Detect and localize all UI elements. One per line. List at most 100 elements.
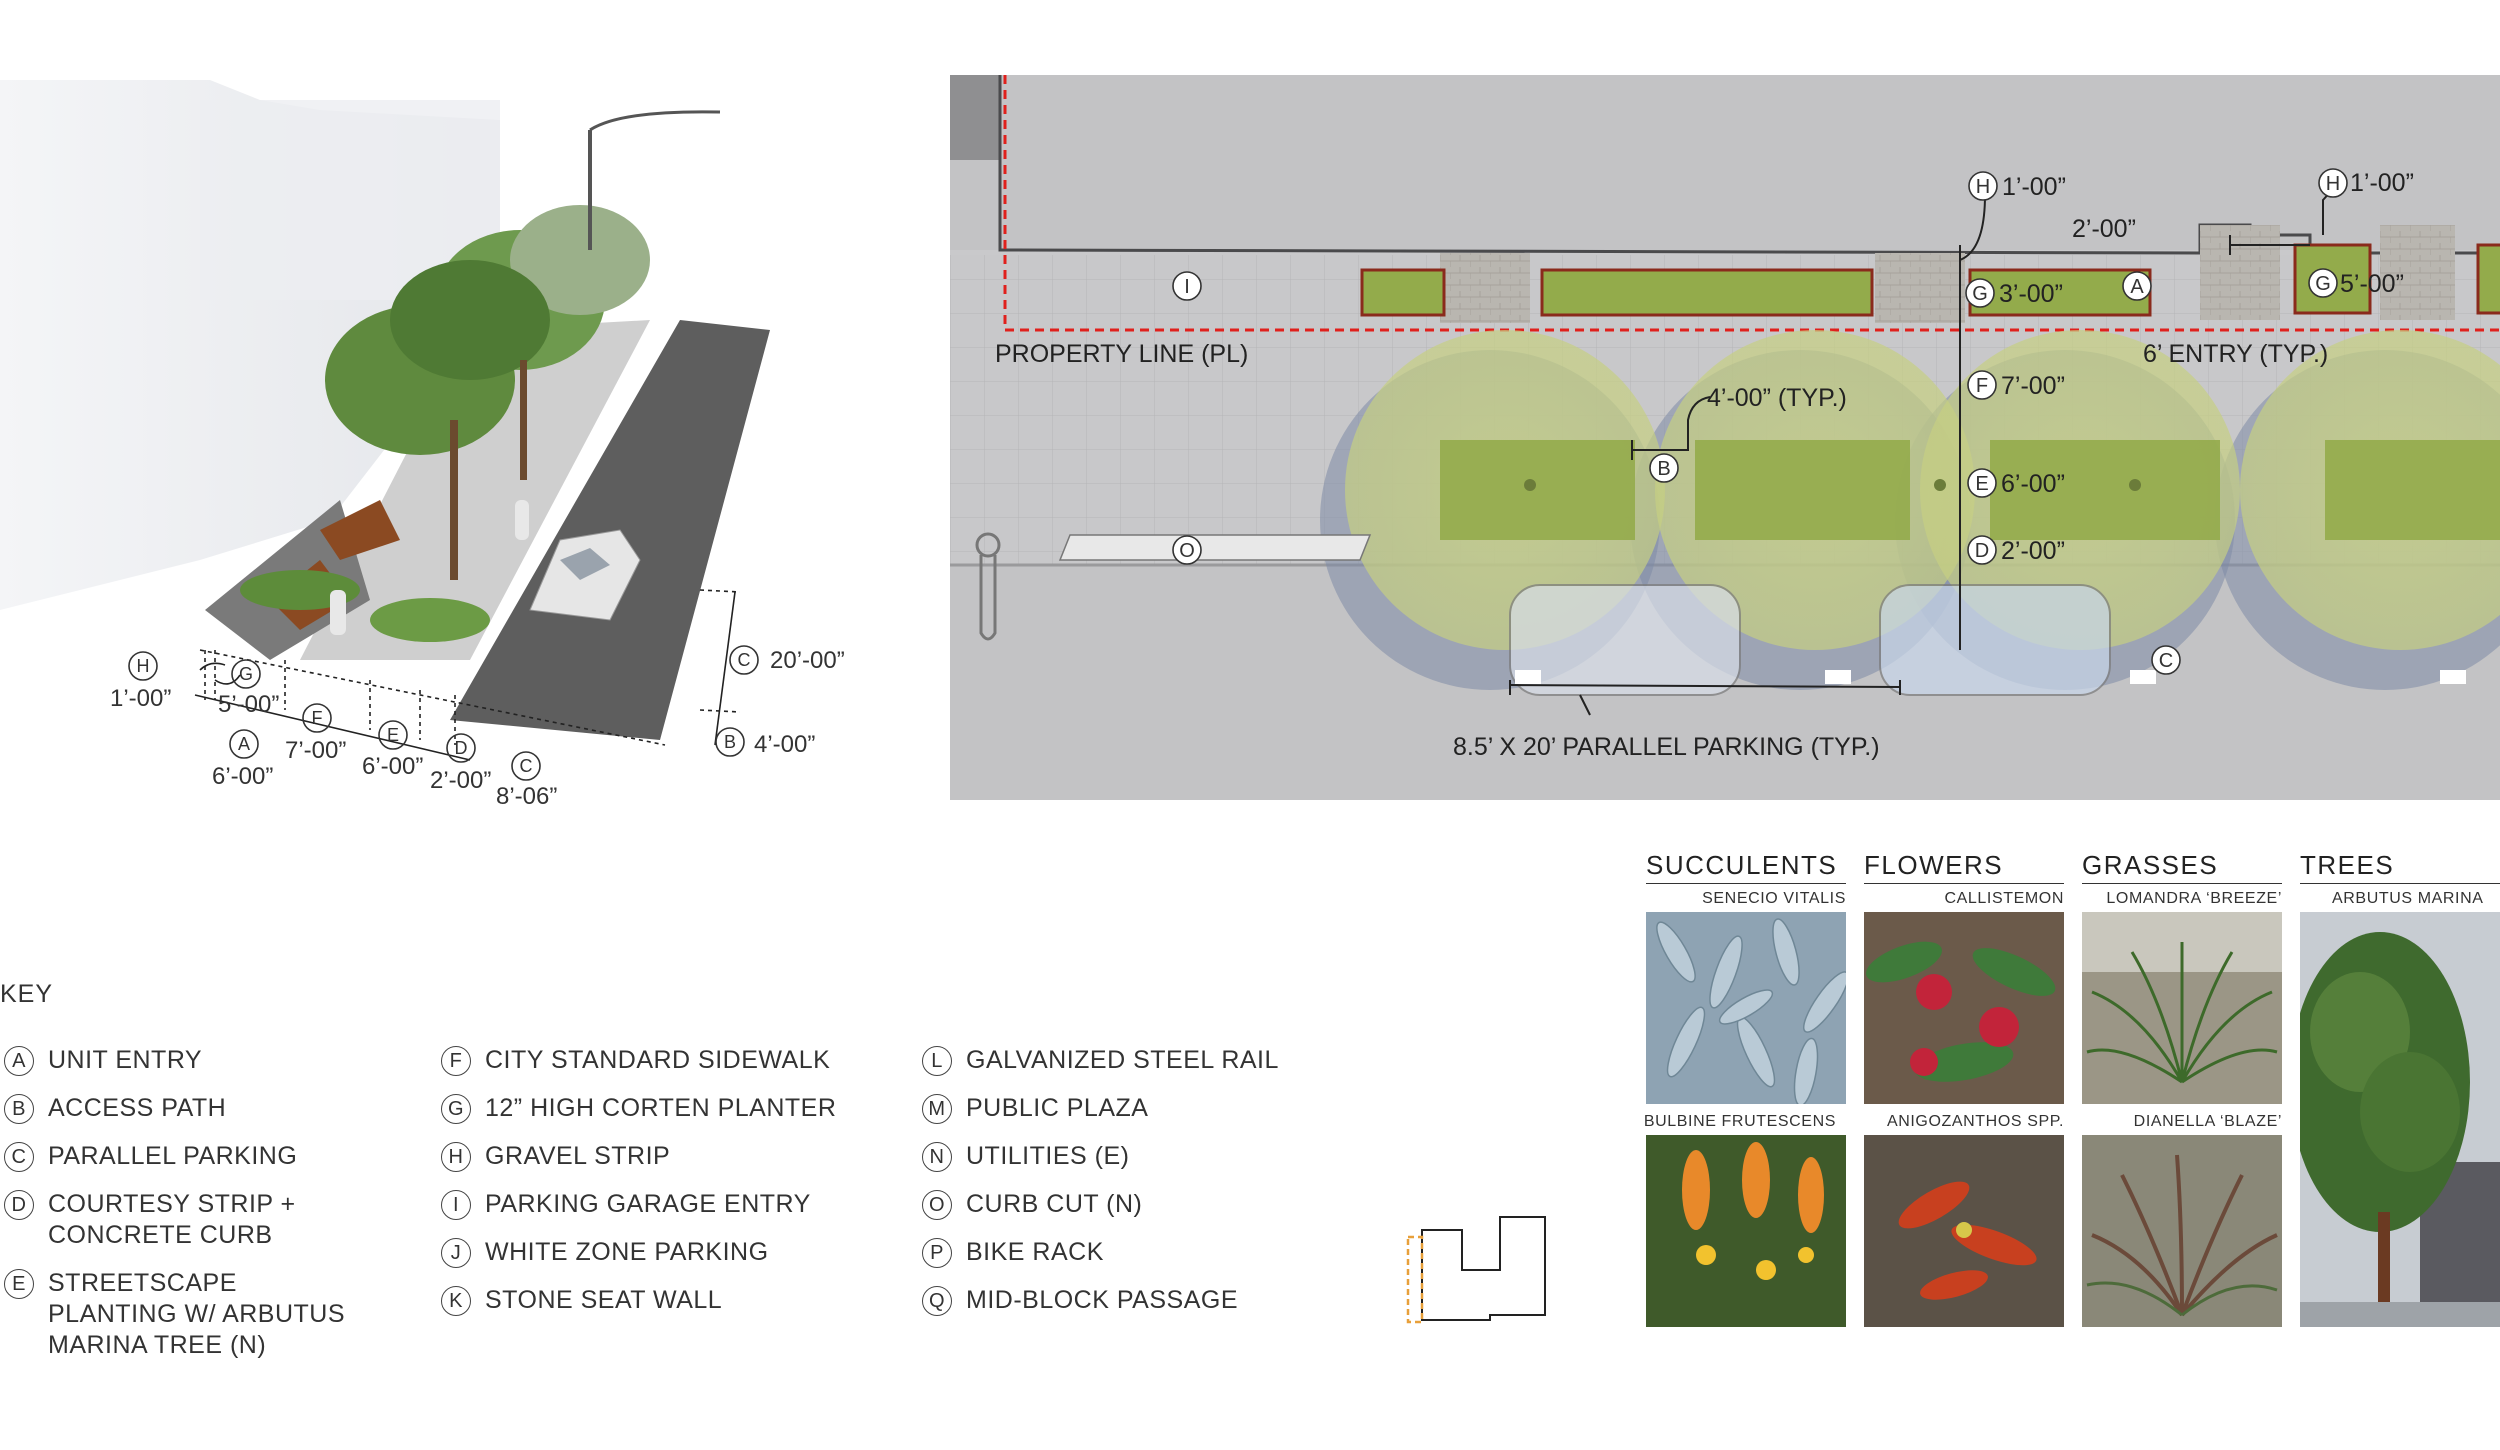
key-item-label: BIKE RACK <box>966 1238 1104 1266</box>
plan-dim-h2: 1’-00” <box>2350 169 2414 197</box>
plan-dim-2: 2’-00” <box>2072 215 2136 243</box>
plan-letter-a: A <box>2130 276 2144 298</box>
key-letter-badge: C <box>4 1142 34 1172</box>
dim-h-value: 1’-00” <box>110 685 171 712</box>
plant-label-arbutus: ARBUTUS MARINA <box>2332 890 2484 907</box>
parked-cars <box>1509 584 2111 696</box>
dim-letter-b: B <box>724 732 736 752</box>
plan-dim-g2: 5’-00” <box>2340 270 2404 298</box>
key-item-label: GRAVEL STRIP <box>485 1142 671 1170</box>
key-letter-badge: M <box>922 1094 952 1124</box>
key-letter-badge: P <box>922 1238 952 1268</box>
photo-bulbine-frutescens <box>1646 1135 1846 1327</box>
key-title: KEY <box>0 980 54 1008</box>
key-item-label: COURTESY STRIP + CONCRETE CURB <box>48 1190 296 1249</box>
key-item-j: J WHITE ZONE PARKING <box>441 1237 836 1268</box>
key-letter-badge: B <box>4 1094 34 1124</box>
key-letter-badge: A <box>4 1046 34 1076</box>
plan-dim-h1: 1’-00” <box>2002 173 2066 201</box>
dim-e-value: 6’-00” <box>362 753 423 780</box>
dim-letter-e: E <box>387 725 399 745</box>
plan-letter-i: I <box>1184 276 1190 298</box>
dim-letter-h: H <box>137 656 150 676</box>
key-plan-diagram <box>1406 1216 1546 1324</box>
plan-dim-f: 7’-00” <box>2001 372 2065 400</box>
plan-dimension-lines <box>1509 174 2346 716</box>
dim-letter-g: G <box>239 664 253 684</box>
key-letter-badge: L <box>922 1046 952 1076</box>
photo-arbutus-marina <box>2300 912 2500 1327</box>
photo-callistemon <box>1864 912 2064 1104</box>
planter-width-note: 4’-00” (TYP.) <box>1707 384 1847 412</box>
pedestrian <box>330 590 346 635</box>
key-item-label: PUBLIC PLAZA <box>966 1094 1149 1122</box>
key-item-label: PARALLEL PARKING <box>48 1142 298 1170</box>
dim-letter-f: F <box>312 708 323 728</box>
parking-note: 8.5’ X 20’ PARALLEL PARKING (TYP.) <box>1453 733 1880 761</box>
key-letter-badge: F <box>441 1046 471 1076</box>
photo-dianella-blaze <box>2082 1135 2282 1327</box>
plan-letter-h-2: H <box>2326 173 2340 195</box>
dim-b-value: 4’-00” <box>754 731 815 758</box>
key-letter-badge: D <box>4 1190 34 1220</box>
plan-dim-g1: 3’-00” <box>1999 280 2063 308</box>
key-item-label: 12” HIGH CORTEN PLANTER <box>485 1094 837 1122</box>
photo-senecio-vitalis <box>1646 912 1846 1104</box>
plant-heading-grasses: GRASSES <box>2082 850 2282 884</box>
dim-f-value: 7’-00” <box>285 737 346 764</box>
sidewalk <box>300 320 650 660</box>
plan-dim-d: 2’-00” <box>2001 537 2065 565</box>
key-letter-badge: E <box>4 1269 34 1299</box>
key-column-1: A UNIT ENTRY B ACCESS PATH C PARALLEL PARKING… <box>4 1045 345 1378</box>
key-item-label: GALVANIZED STEEL RAIL <box>966 1046 1279 1074</box>
key-letter-badge: O <box>922 1190 952 1220</box>
plan-letter-f: F <box>1976 375 1988 397</box>
perspective-dimension-lines <box>194 589 741 761</box>
photo-lomandra-breeze <box>2082 912 2282 1104</box>
plant-label-dianella: DIANELLA ‘BLAZE’ <box>2133 1113 2282 1130</box>
key-column-3: L GALVANIZED STEEL RAIL M PUBLIC PLAZA N UTIL… <box>922 1045 1279 1333</box>
plan-letter-e: E <box>1975 473 1988 495</box>
plant-label-callistemon: CALLISTEMON <box>1944 890 2064 907</box>
key-letter-badge: I <box>441 1190 471 1220</box>
dim-letter-d: D <box>455 738 468 758</box>
bike-rack <box>975 532 1001 641</box>
key-letter-badge: G <box>441 1094 471 1124</box>
key-item-o: O CURB CUT (N) <box>922 1189 1279 1220</box>
plan-letter-g: G <box>1972 283 1988 305</box>
key-item-label: CURB CUT (N) <box>966 1190 1143 1218</box>
key-letter-badge: J <box>441 1238 471 1268</box>
key-item-label: WHITE ZONE PARKING <box>485 1238 769 1266</box>
key-item-label: MID-BLOCK PASSAGE <box>966 1286 1238 1314</box>
photo-anigozanthos <box>1864 1135 2064 1327</box>
key-item-n: N UTILITIES (E) <box>922 1141 1279 1172</box>
curb-cut <box>1058 534 1372 561</box>
parking-markers <box>1515 670 2466 684</box>
plant-label-anigozanthos: ANIGOZANTHOS SPP. <box>1886 1113 2064 1130</box>
key-item-g: G 12” HIGH CORTEN PLANTER <box>441 1093 836 1124</box>
key-item-m: M PUBLIC PLAZA <box>922 1093 1279 1124</box>
key-item-label: UNIT ENTRY <box>48 1046 203 1074</box>
key-item-h: H GRAVEL STRIP <box>441 1141 836 1172</box>
property-line <box>1003 75 2500 332</box>
dim-d-value: 2’-00” <box>430 767 491 794</box>
dim-letter-c-length: C <box>738 650 751 670</box>
building-footprint <box>950 75 2500 250</box>
plant-label-bulbine: BULBINE FRUTESCENS <box>1643 1113 1836 1130</box>
streetscape-planting-beds <box>1440 440 2500 540</box>
key-letter-badge: K <box>441 1286 471 1316</box>
dim-c-length-value: 20’-00” <box>770 647 845 674</box>
perspective-view: H G F A E D C C B 1’-00” 5’-00” 7’-00” 6… <box>0 80 845 810</box>
key-letter-badge: H <box>441 1142 471 1172</box>
key-item-d: D COURTESY STRIP + CONCRETE CURB <box>4 1189 345 1251</box>
key-item-l: L GALVANIZED STEEL RAIL <box>922 1045 1279 1076</box>
key-letter-badge: N <box>922 1142 952 1172</box>
dim-a-value: 6’-00” <box>212 763 273 790</box>
plan-dim-e: 6’-00” <box>2001 470 2065 498</box>
key-item-label: UTILITIES (E) <box>966 1142 1130 1170</box>
key-item-label: ACCESS PATH <box>48 1094 227 1122</box>
